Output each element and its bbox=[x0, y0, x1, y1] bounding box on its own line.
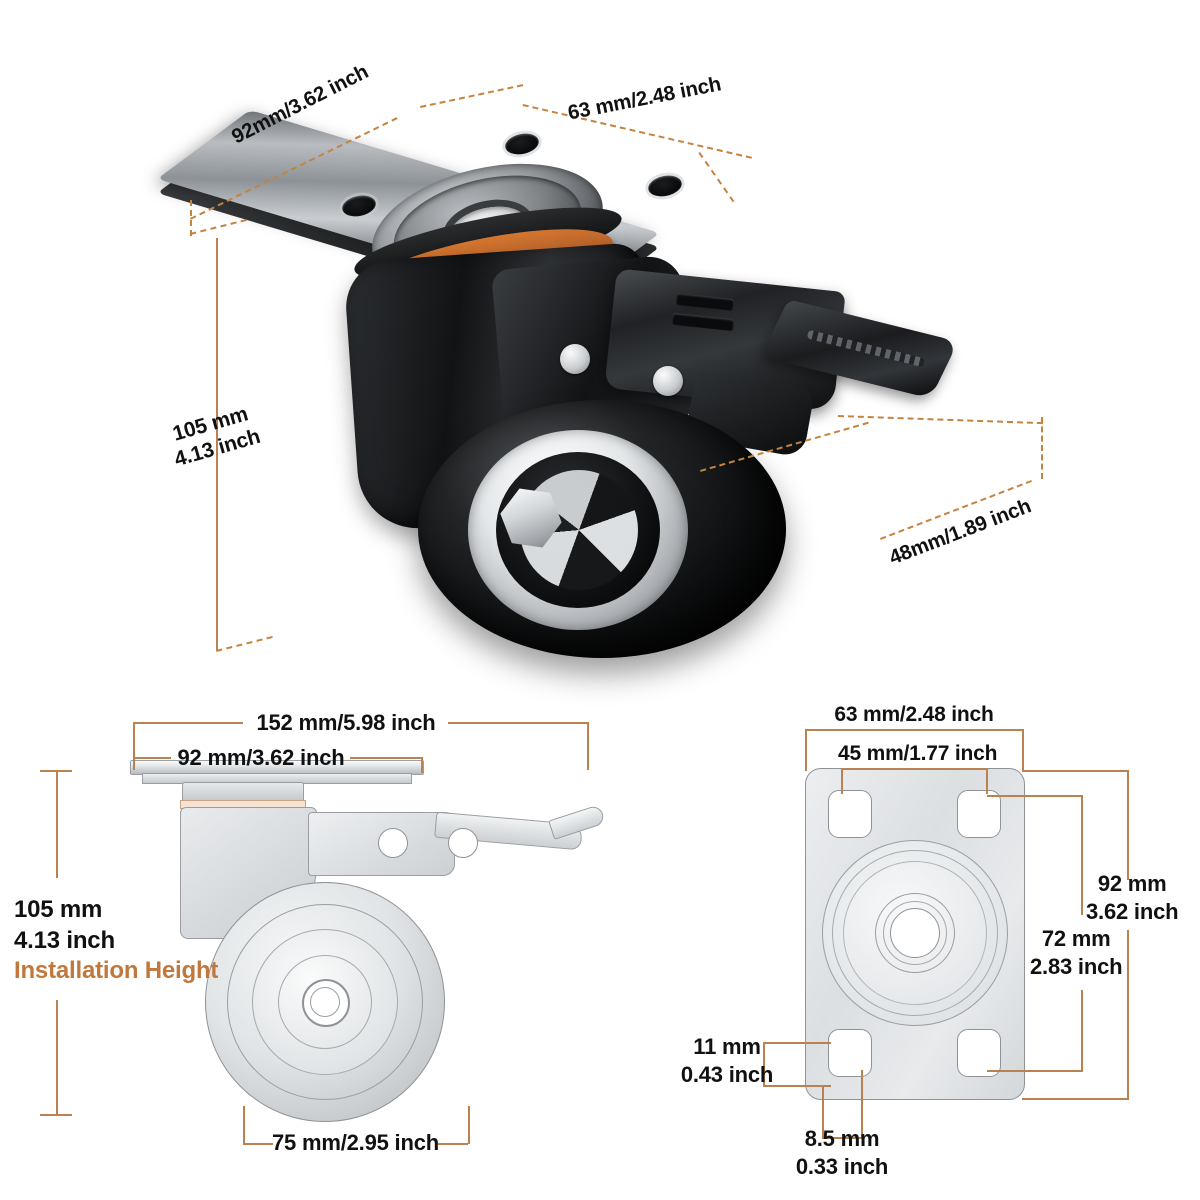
sv-wheel-ring bbox=[227, 904, 423, 1100]
dimline-tp-holex-tick-l bbox=[841, 768, 843, 794]
dimline-tp-width bbox=[805, 729, 1023, 731]
dimline-tp-height-lower bbox=[1127, 930, 1129, 1100]
tp-bolt-hole bbox=[828, 790, 872, 838]
dimline-tp-holex-tick-r bbox=[986, 768, 988, 794]
dimline-tp-height-upper bbox=[1127, 770, 1129, 880]
tp-bolt-hole bbox=[957, 1029, 1001, 1077]
tp-bore-ring-outer bbox=[875, 893, 955, 973]
dim-label-plate-length: 92 mm/3.62 inch bbox=[177, 745, 345, 770]
tp-center-bore bbox=[890, 908, 940, 958]
dim-label-wheel-width: 48mm/1.89 inch bbox=[886, 494, 1035, 570]
dim-install-mm: 105 mm bbox=[14, 896, 103, 923]
tp-bore-ring-inner bbox=[883, 901, 947, 965]
dimline-tp-hole-dia-tick-l bbox=[822, 1086, 824, 1138]
dim-label-tp-hole-spacing-x: 45 mm/1.77 inch bbox=[838, 742, 998, 765]
dimline-install-height-lower bbox=[56, 1000, 58, 1115]
dimline-install-height-cap-top bbox=[40, 770, 72, 772]
dimline-tp-hole-len-bottom bbox=[763, 1085, 831, 1087]
side-view-drawing bbox=[130, 760, 610, 1122]
dimline-tp-width-tick-r bbox=[1022, 729, 1024, 771]
dimline-height-bottom-tick bbox=[216, 635, 273, 652]
dim-label-overall-height: 105 mm 4.13 inch bbox=[165, 401, 263, 473]
top-view-drawing bbox=[805, 768, 1025, 1100]
dimline-install-height-cap-bottom bbox=[40, 1114, 72, 1116]
dim-tp-holelen-inch: 0.43 inch bbox=[680, 1062, 774, 1088]
dimline-tp-height-cap-top bbox=[1022, 770, 1128, 772]
dimline-tp-hole-len-top bbox=[763, 1042, 831, 1044]
dim-tp-holey-inch: 2.83 inch bbox=[1030, 954, 1123, 980]
dimline-install-height-upper bbox=[56, 770, 58, 878]
tp-raceway-ring bbox=[832, 850, 998, 1016]
dimline-total-depth-right bbox=[448, 722, 588, 724]
dim-label-total-depth: 152 mm/5.98 inch bbox=[256, 710, 436, 735]
dimline-plate-depth-tick bbox=[190, 200, 192, 236]
dimline-tp-hole-len-tick bbox=[763, 1042, 765, 1086]
sv-swivel-housing bbox=[182, 782, 304, 802]
dimline-tp-width-tick-l bbox=[805, 729, 807, 771]
dimline-overall-height bbox=[216, 238, 218, 650]
dim-tp-holelen-mm: 11 mm bbox=[693, 1034, 761, 1059]
dimline-plate-length-left bbox=[133, 757, 171, 759]
dim-label-tp-hole-length: 11 mm 0.43 inch bbox=[672, 1033, 782, 1089]
dimline-total-depth-tick-r bbox=[587, 722, 589, 770]
dim-tp-height-mm: 92 mm bbox=[1097, 871, 1167, 896]
dimline-tp-holey-lower bbox=[1081, 990, 1083, 1072]
dimline-tp-holey-cap-top bbox=[987, 795, 1082, 797]
dimline-total-depth-tick-l bbox=[133, 722, 135, 770]
dimline-plate-width-ext bbox=[698, 152, 735, 203]
dimline-wheel-dia-right bbox=[438, 1143, 468, 1145]
dim-install-caption: Installation Height bbox=[14, 957, 219, 985]
dim-tp-holey-mm: 72 mm bbox=[1041, 926, 1111, 951]
bolt-hole bbox=[646, 172, 684, 200]
fork-rivet bbox=[653, 366, 683, 396]
dim-label-tp-hole-spacing-y: 72 mm 2.83 inch bbox=[1030, 925, 1123, 981]
dim-label-install-height: 105 mm 4.13 inch Installation Height bbox=[14, 895, 218, 987]
dim-tp-height-inch: 3.62 inch bbox=[1086, 899, 1179, 925]
hero-product-photo: 92mm/3.62 inch 63 mm/2.48 inch 105 mm 4.… bbox=[157, 60, 1043, 658]
dimline-height-top-tick bbox=[190, 218, 247, 235]
sv-rivet-hole bbox=[378, 828, 408, 858]
dimline-tp-hole-spacing-x bbox=[841, 768, 987, 770]
dimline-tp-height-cap-bottom bbox=[1022, 1098, 1128, 1100]
dimline-plate-length-right bbox=[350, 757, 422, 759]
dimline-tp-holey-cap-bottom bbox=[987, 1070, 1082, 1072]
dim-label-tp-width: 63 mm/2.48 inch bbox=[834, 703, 994, 726]
dim-install-inch: 4.13 inch bbox=[14, 926, 115, 954]
bolt-hole bbox=[503, 130, 541, 158]
dimline-wheel-width-right bbox=[1041, 417, 1043, 479]
dim-label-wheel-diameter: 75 mm/2.95 inch bbox=[272, 1130, 439, 1155]
dimline-tp-holey-upper bbox=[1081, 795, 1083, 915]
dimline-wheel-dia-tick-l bbox=[243, 1106, 245, 1144]
dimline-total-depth-left bbox=[133, 722, 243, 724]
tp-bolt-hole bbox=[828, 1029, 872, 1077]
dim-label-tp-height: 92 mm 3.62 inch bbox=[1086, 870, 1179, 926]
sv-axle-bore bbox=[310, 987, 340, 1017]
sv-rivet-hole bbox=[448, 828, 478, 858]
dim-tp-holedia-inch: 0.33 inch bbox=[795, 1154, 889, 1180]
tp-bolt-hole bbox=[957, 790, 1001, 838]
dimline-tp-hole-dia-tick-r bbox=[861, 1070, 863, 1138]
dimline-wheel-dia-left bbox=[243, 1143, 273, 1145]
dimline-wheel-dia-tick-r bbox=[468, 1106, 470, 1144]
sv-wheel-ring bbox=[278, 955, 372, 1049]
dimline-plate-depth-ext bbox=[420, 84, 524, 108]
dim-tp-holedia-mm: 8.5 mm bbox=[804, 1126, 880, 1151]
dimline-plate-length-tick-r bbox=[421, 757, 423, 773]
dimline-tp-hole-dia-bottom bbox=[822, 1137, 862, 1139]
dim-label-tp-hole-diameter: 8.5 mm 0.33 inch bbox=[762, 1125, 922, 1181]
fork-rivet bbox=[560, 344, 590, 374]
